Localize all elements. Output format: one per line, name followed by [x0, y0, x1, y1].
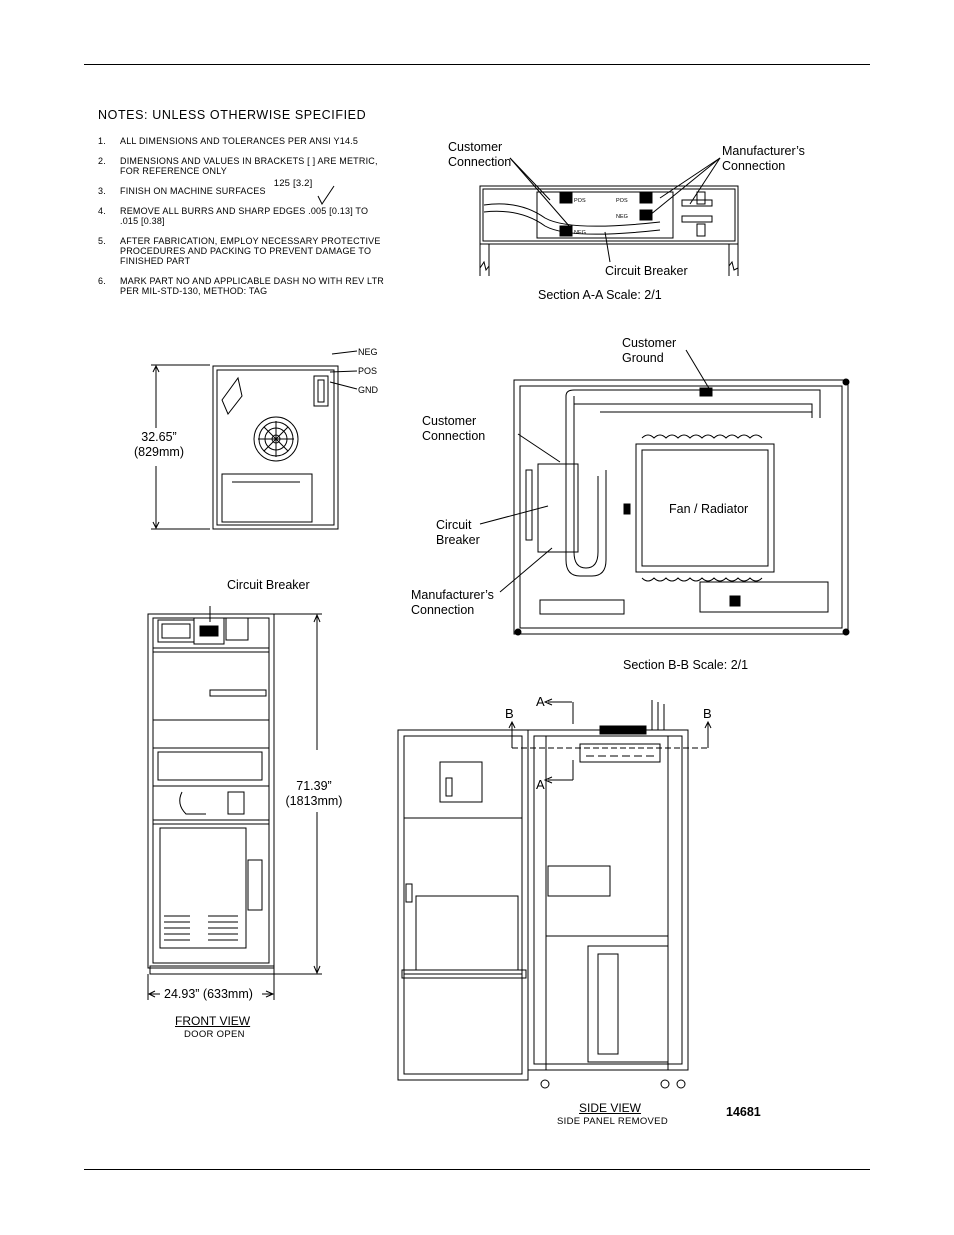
front-view-title: FRONT VIEW: [175, 1014, 251, 1028]
note-item: 5. AFTER FABRICATION, EMPLOY NECESSARY PR…: [98, 236, 428, 266]
terminal-label: GND: [358, 385, 379, 395]
note-text: MARK PART NO AND APPLICABLE DASH NO WITH…: [120, 276, 384, 296]
finish-checkmark-icon: [317, 185, 335, 205]
terminal-label: POS: [574, 198, 586, 204]
note-number: 2.: [98, 156, 106, 166]
side-view-subtitle: SIDE PANEL REMOVED: [557, 1116, 668, 1127]
section-bb-drawing: [479, 349, 850, 636]
finish-symbol: 125 [3.2]: [273, 178, 313, 189]
note-item: 4. REMOVE ALL BURRS AND SHARP EDGES .005 …: [98, 206, 428, 226]
label-manufacturer-connection: Manufacturer’s Connection: [722, 144, 805, 173]
section-marker: A: [536, 777, 545, 792]
section-marker: A: [536, 694, 545, 709]
label-circuit-breaker: Circuit Breaker: [227, 578, 310, 592]
label-customer-ground: Customer Ground: [622, 336, 677, 365]
label-circuit-breaker: Circuit Breaker: [436, 518, 480, 547]
notes-title: NOTES: UNLESS OTHERWISE SPECIFIED: [98, 108, 367, 122]
note-item: 6. MARK PART NO AND APPLICABLE DASH NO WI…: [98, 276, 428, 296]
front-view-height-dimension: 71.39” (1813mm): [283, 779, 345, 809]
section-marker: B: [505, 706, 514, 721]
note-item: 3. FINISH ON MACHINE SURFACES 125 [3.2]: [98, 179, 428, 197]
top-view-dimension: 32.65” (829mm): [133, 430, 184, 459]
side-view-title: SIDE VIEW: [579, 1101, 642, 1115]
notes-block: NOTES: UNLESS OTHERWISE SPECIFIED 1. ALL …: [98, 108, 428, 306]
note-item: 1. ALL DIMENSIONS AND TOLERANCES PER ANSI…: [98, 136, 428, 146]
label-customer-connection: Customer Connection: [422, 414, 486, 443]
note-text: ALL DIMENSIONS AND TOLERANCES PER ANSI Y…: [120, 136, 359, 146]
terminal-label: NEG: [358, 347, 378, 357]
note-text: DIMENSIONS AND VALUES IN BRACKETS [ ] AR…: [120, 156, 378, 176]
front-view-subtitle: DOOR OPEN: [184, 1029, 245, 1040]
note-item: 2. DIMENSIONS AND VALUES IN BRACKETS [ ] …: [98, 156, 428, 176]
note-text: REMOVE ALL BURRS AND SHARP EDGES .005 [0…: [120, 206, 369, 226]
section-marker: B: [703, 706, 712, 721]
label-fan-radiator: Fan / Radiator: [669, 502, 749, 516]
side-view-drawing: [397, 698, 712, 1089]
section-aa-caption: Section A-A Scale: 2/1: [538, 288, 662, 302]
note-number: 1.: [98, 136, 106, 146]
note-text: FINISH ON MACHINE SURFACES: [120, 186, 266, 196]
front-view-width-dimension: 24.93” (633mm): [162, 987, 255, 1002]
terminal-label: POS: [358, 366, 377, 376]
note-number: 6.: [98, 276, 106, 286]
note-number: 4.: [98, 206, 106, 216]
note-number: 5.: [98, 236, 106, 246]
note-text: AFTER FABRICATION, EMPLOY NECESSARY PROT…: [120, 236, 381, 266]
header-rule: [84, 64, 870, 65]
section-bb-caption: Section B-B Scale: 2/1: [623, 658, 749, 672]
note-number: 3.: [98, 186, 106, 196]
label-circuit-breaker: Circuit Breaker: [605, 264, 688, 278]
front-view-drawing: [147, 606, 322, 1000]
label-customer-connection: Customer Connection: [448, 140, 512, 169]
footer-rule: [84, 1169, 870, 1170]
drawing-number: 14681: [726, 1105, 761, 1119]
section-aa-drawing: POS NEG POS NEG: [479, 157, 739, 276]
label-manufacturer-connection: Manufacturer’s Connection: [411, 588, 494, 617]
terminal-label: POS: [616, 198, 628, 204]
terminal-label: NEG: [616, 214, 628, 220]
top-view-drawing: NEG POS GND: [151, 347, 379, 530]
terminal-label: NEG: [574, 230, 586, 236]
